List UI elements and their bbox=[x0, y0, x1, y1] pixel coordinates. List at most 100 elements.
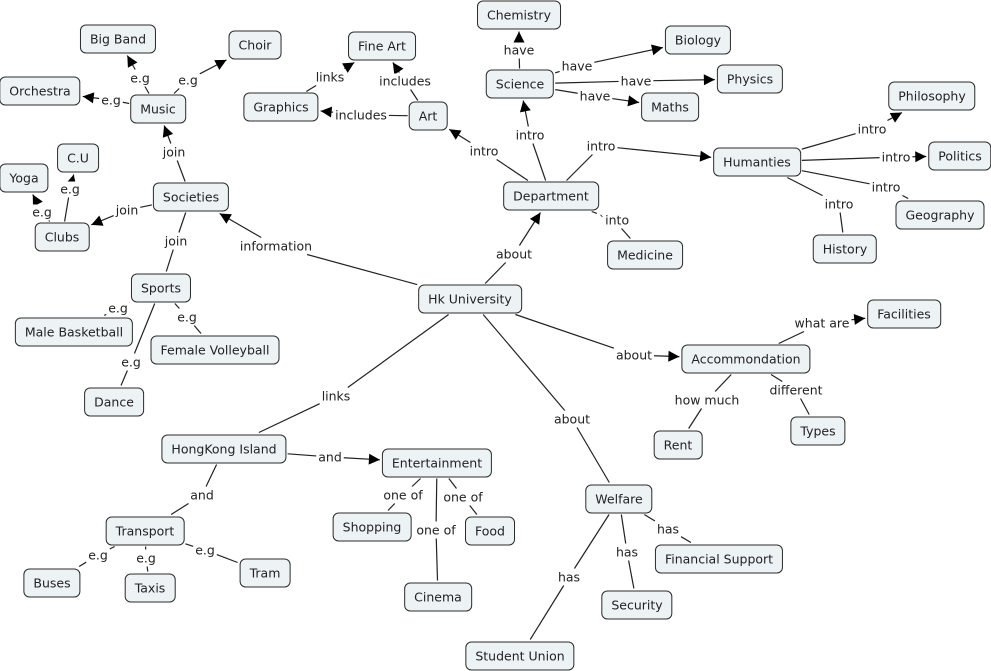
connection-line bbox=[469, 505, 478, 515]
node-student-union[interactable]: Student Union bbox=[465, 641, 575, 671]
node-big-band[interactable]: Big Band bbox=[79, 24, 157, 54]
link-label: e.g bbox=[176, 309, 198, 325]
connection-line bbox=[529, 585, 565, 640]
node-department[interactable]: Department bbox=[503, 181, 599, 211]
node-fine-art[interactable]: Fine Art bbox=[348, 31, 416, 61]
link-label: intro bbox=[880, 149, 912, 165]
connection-line bbox=[109, 545, 115, 550]
node-facilities[interactable]: Facilities bbox=[867, 299, 941, 329]
node-clubs[interactable]: Clubs bbox=[34, 222, 90, 252]
link-label: e.g bbox=[59, 181, 81, 197]
connection-line bbox=[103, 313, 107, 317]
node-history[interactable]: History bbox=[812, 234, 878, 264]
connection-line bbox=[482, 314, 566, 411]
node-cinema[interactable]: Cinema bbox=[404, 582, 472, 612]
node-food[interactable]: Food bbox=[465, 516, 515, 546]
connection-line bbox=[800, 398, 810, 415]
node-music[interactable]: Music bbox=[130, 94, 186, 124]
connection-line bbox=[387, 503, 396, 511]
arrowhead-icon bbox=[162, 125, 174, 138]
link-label: e.g bbox=[107, 300, 129, 316]
node-physics[interactable]: Physics bbox=[716, 64, 784, 94]
connection-line bbox=[644, 513, 656, 522]
node-choir[interactable]: Choir bbox=[228, 30, 282, 60]
node-transport[interactable]: Transport bbox=[105, 516, 185, 546]
node-male-basketball[interactable]: Male Basketball bbox=[14, 317, 134, 347]
node-tram[interactable]: Tram bbox=[239, 558, 291, 588]
node-yoga[interactable]: Yoga bbox=[0, 163, 49, 193]
node-rent[interactable]: Rent bbox=[653, 430, 703, 460]
node-financial-support[interactable]: Financial Support bbox=[654, 544, 784, 574]
node-maths[interactable]: Maths bbox=[641, 92, 699, 122]
connection-line bbox=[178, 212, 187, 233]
link-label: one of bbox=[415, 522, 457, 538]
link-label: has bbox=[614, 544, 640, 560]
arrowhead-icon bbox=[889, 112, 902, 123]
connection-line bbox=[216, 553, 238, 564]
arrowhead-icon bbox=[392, 62, 404, 75]
link-label: intro bbox=[585, 138, 617, 154]
arrowhead-icon bbox=[915, 151, 927, 163]
arrowhead-icon bbox=[91, 215, 104, 226]
arrowhead-icon bbox=[127, 55, 138, 68]
link-label: includes bbox=[334, 107, 388, 123]
node-shopping[interactable]: Shopping bbox=[332, 512, 412, 542]
connection-line bbox=[435, 478, 438, 522]
connection-line bbox=[306, 253, 418, 286]
link-label: has bbox=[556, 569, 582, 585]
arrowhead-icon bbox=[668, 350, 680, 362]
node-buses[interactable]: Buses bbox=[23, 568, 81, 598]
node-politics[interactable]: Politics bbox=[928, 141, 991, 171]
connection-line bbox=[591, 210, 598, 215]
node-art[interactable]: Art bbox=[408, 101, 448, 131]
link-label: intro bbox=[514, 127, 546, 143]
node-sports[interactable]: Sports bbox=[130, 273, 192, 303]
node-orchestra[interactable]: Orchestra bbox=[0, 76, 81, 106]
arrowhead-icon bbox=[320, 106, 333, 118]
connection-line bbox=[174, 303, 180, 309]
node-humanities[interactable]: Humanties bbox=[713, 147, 801, 177]
node-types[interactable]: Types bbox=[790, 416, 846, 446]
connection-line bbox=[448, 478, 457, 489]
node-philosophy[interactable]: Philosophy bbox=[888, 81, 976, 111]
connection-line bbox=[714, 374, 732, 392]
node-science[interactable]: Science bbox=[485, 69, 555, 99]
node-societies[interactable]: Societies bbox=[152, 182, 230, 212]
connection-line bbox=[801, 133, 856, 150]
node-accommodation[interactable]: Accommondation bbox=[681, 344, 811, 374]
connection-line bbox=[140, 204, 153, 208]
arrowhead-icon bbox=[519, 100, 531, 113]
node-biology[interactable]: Biology bbox=[664, 25, 732, 55]
node-hk-university[interactable]: Hk University bbox=[418, 284, 522, 314]
node-dance[interactable]: Dance bbox=[84, 387, 144, 417]
connection-line bbox=[410, 89, 419, 101]
node-entertainment[interactable]: Entertainment bbox=[381, 448, 493, 478]
arrowhead-icon bbox=[214, 59, 227, 70]
connection-line bbox=[566, 154, 593, 181]
link-label: how much bbox=[673, 392, 741, 408]
node-hongkong-island[interactable]: HongKong Island bbox=[161, 434, 287, 464]
node-female-volleyball[interactable]: Female Volleyball bbox=[150, 335, 280, 365]
connection-line bbox=[621, 228, 631, 239]
node-cu[interactable]: C.U bbox=[57, 143, 99, 173]
node-graphics[interactable]: Graphics bbox=[243, 92, 319, 122]
node-chemistry[interactable]: Chemistry bbox=[477, 0, 561, 30]
link-label: have bbox=[502, 42, 536, 58]
node-medicine[interactable]: Medicine bbox=[607, 240, 683, 270]
connection-line bbox=[185, 543, 194, 547]
connection-line bbox=[786, 176, 823, 197]
node-security[interactable]: Security bbox=[601, 590, 673, 620]
connection-line bbox=[555, 70, 560, 74]
connection-line bbox=[165, 249, 174, 272]
connection-line bbox=[173, 88, 180, 94]
connection-line bbox=[435, 538, 439, 581]
connection-line bbox=[193, 325, 202, 334]
link-label: e.g bbox=[129, 70, 151, 86]
arrowhead-icon bbox=[219, 213, 232, 224]
link-label: join bbox=[161, 144, 187, 160]
node-welfare[interactable]: Welfare bbox=[585, 484, 653, 514]
node-geography[interactable]: Geography bbox=[895, 200, 985, 230]
link-label: have bbox=[578, 88, 612, 104]
arrowhead-icon bbox=[368, 453, 380, 465]
node-taxis[interactable]: Taxis bbox=[124, 573, 176, 603]
